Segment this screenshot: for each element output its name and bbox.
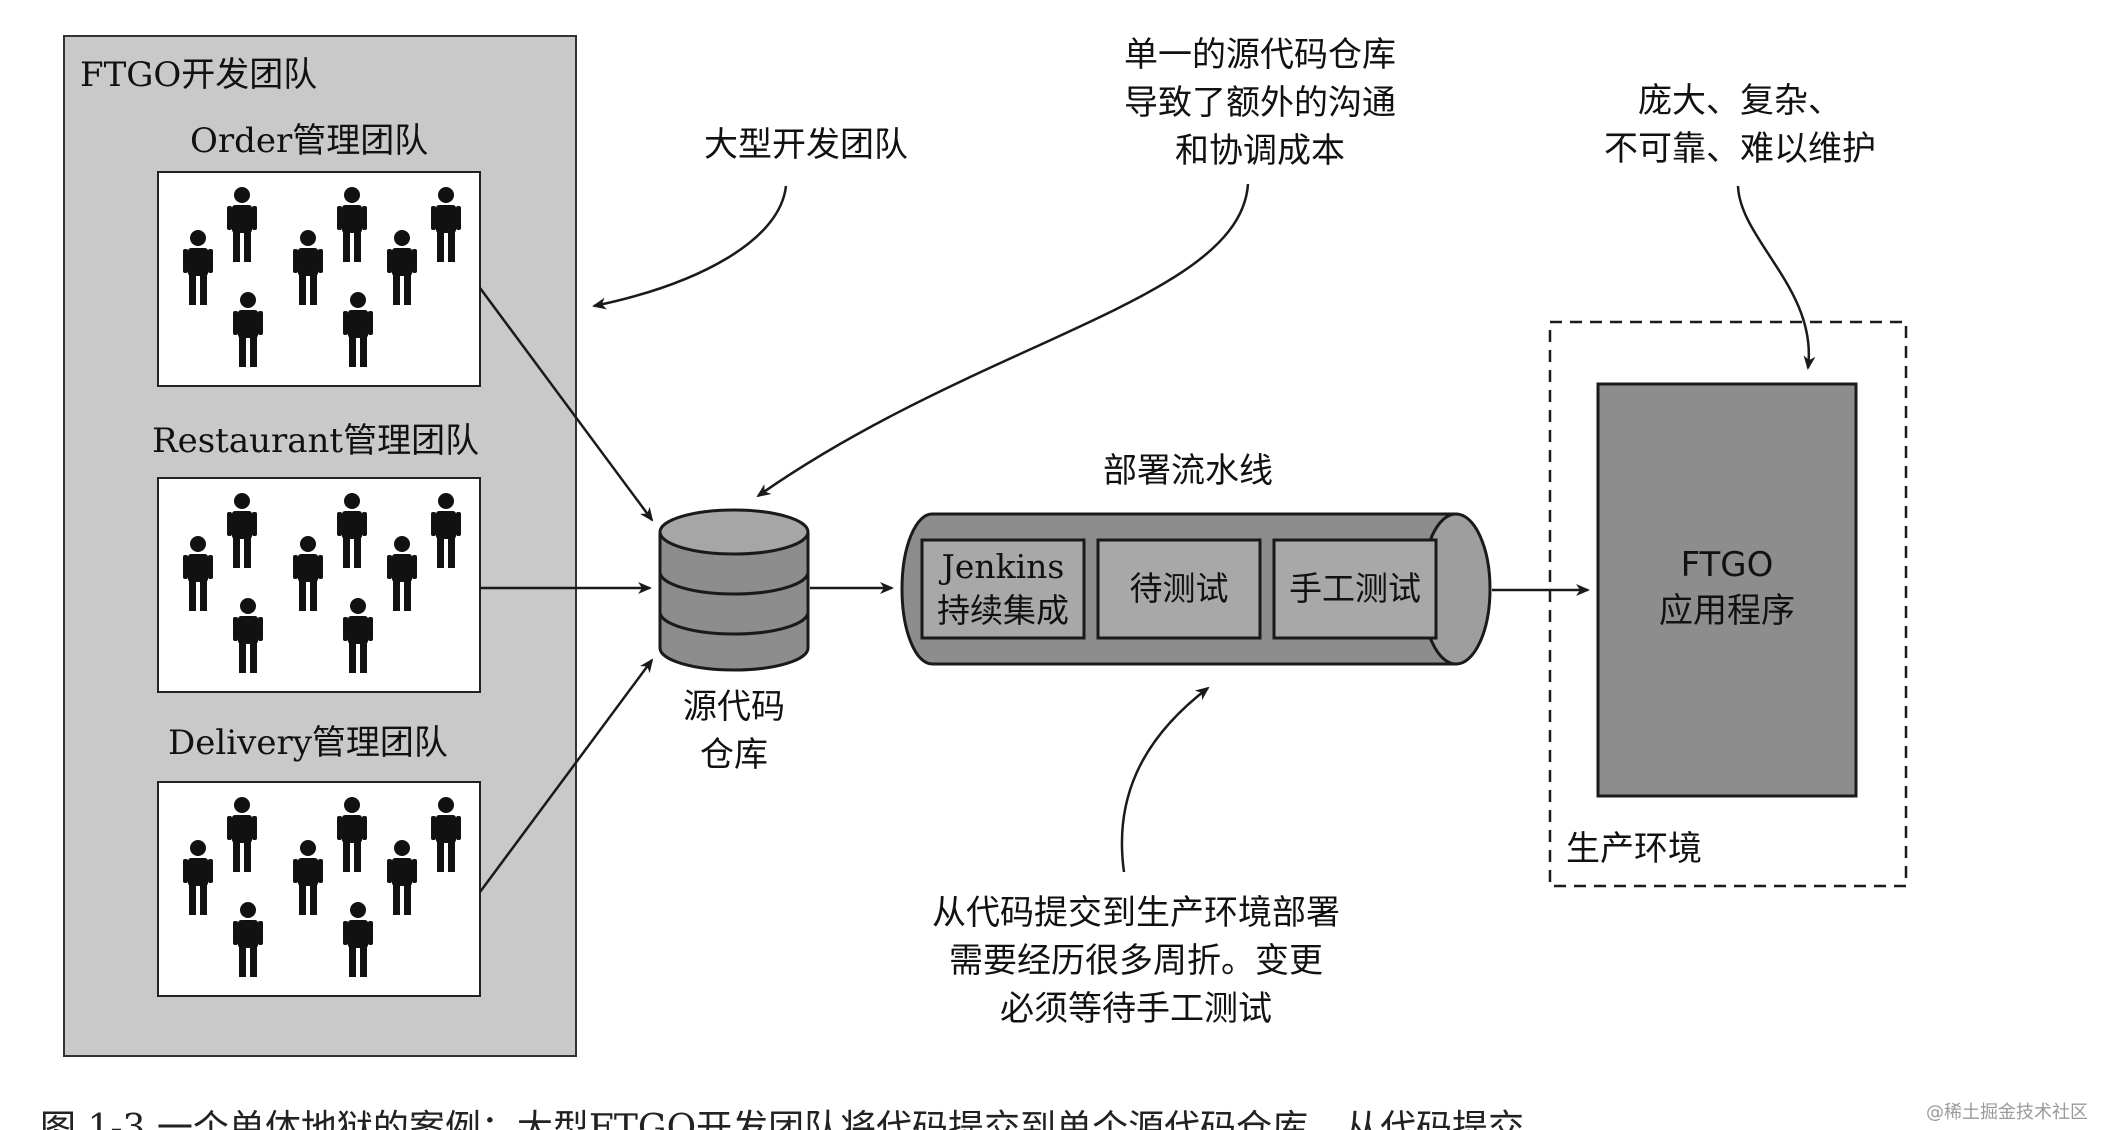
callout-monolith-line-1: 庞大、复杂、 <box>1638 81 1842 121</box>
team-label-delivery: Delivery管理团队 <box>168 723 448 763</box>
callout-large-team: 大型开发团队 <box>704 125 908 165</box>
stage-awaiting-test-label: 待测试 <box>1130 569 1229 608</box>
source-repository <box>658 508 810 672</box>
ftgo-application-box <box>1596 382 1858 798</box>
ftgo-team-title: FTGO开发团队 <box>80 55 317 95</box>
deployment-pipeline <box>900 512 1492 666</box>
team-to-repo-arrows <box>478 287 654 893</box>
stage-box-manual-test <box>1272 538 1438 640</box>
ftgo-app-line-1: FTGO <box>1681 545 1774 585</box>
stage-jenkins-line-1: Jenkins <box>939 547 1065 586</box>
repo-label-line-1: 源代码 <box>683 687 785 727</box>
team-box-delivery <box>157 781 481 997</box>
arrow-monolith <box>1736 185 1816 370</box>
callout-pipeline-note-line-3: 必须等待手工测试 <box>1000 989 1272 1029</box>
figure-caption: 图 1-3 一个单体地狱的案例：大型FTGO开发团队将代码提交到单个源代码仓库，… <box>40 1108 1524 1130</box>
stage-box-jenkins <box>920 538 1086 640</box>
callout-monolith-line-2: 不可靠、难以维护 <box>1604 129 1876 169</box>
watermark: @稀土掘金技术社区 <box>1926 1102 2088 1123</box>
team-label-restaurant: Restaurant管理团队 <box>152 421 479 461</box>
team-label-order: Order管理团队 <box>190 121 428 161</box>
stage-jenkins-line-2: 持续集成 <box>937 591 1069 630</box>
callout-single-repo-line-3: 和协调成本 <box>1175 131 1345 171</box>
arrow-large-team <box>592 185 788 310</box>
pipeline-title: 部署流水线 <box>1103 451 1273 491</box>
team-box-restaurant <box>157 477 481 693</box>
team-box-order <box>157 171 481 387</box>
callout-single-repo-line-2: 导致了额外的沟通 <box>1124 83 1396 123</box>
repo-label-line-2: 仓库 <box>700 735 768 775</box>
arrow-single-repo <box>756 183 1250 498</box>
stage-manual-test-label: 手工测试 <box>1289 569 1421 608</box>
arrow-order-to-repo <box>478 287 654 522</box>
arrow-pipeline-note <box>1120 686 1210 873</box>
callout-single-repo-line-1: 单一的源代码仓库 <box>1124 35 1396 75</box>
callout-pipeline-note-line-2: 需要经历很多周折。变更 <box>949 941 1323 981</box>
callout-pipeline-note-line-1: 从代码提交到生产环境部署 <box>932 893 1340 933</box>
stage-box-awaiting-test <box>1096 538 1262 640</box>
ftgo-app-line-2: 应用程序 <box>1659 591 1795 631</box>
arrow-delivery-to-repo <box>478 658 654 893</box>
production-label: 生产环境 <box>1566 829 1702 869</box>
